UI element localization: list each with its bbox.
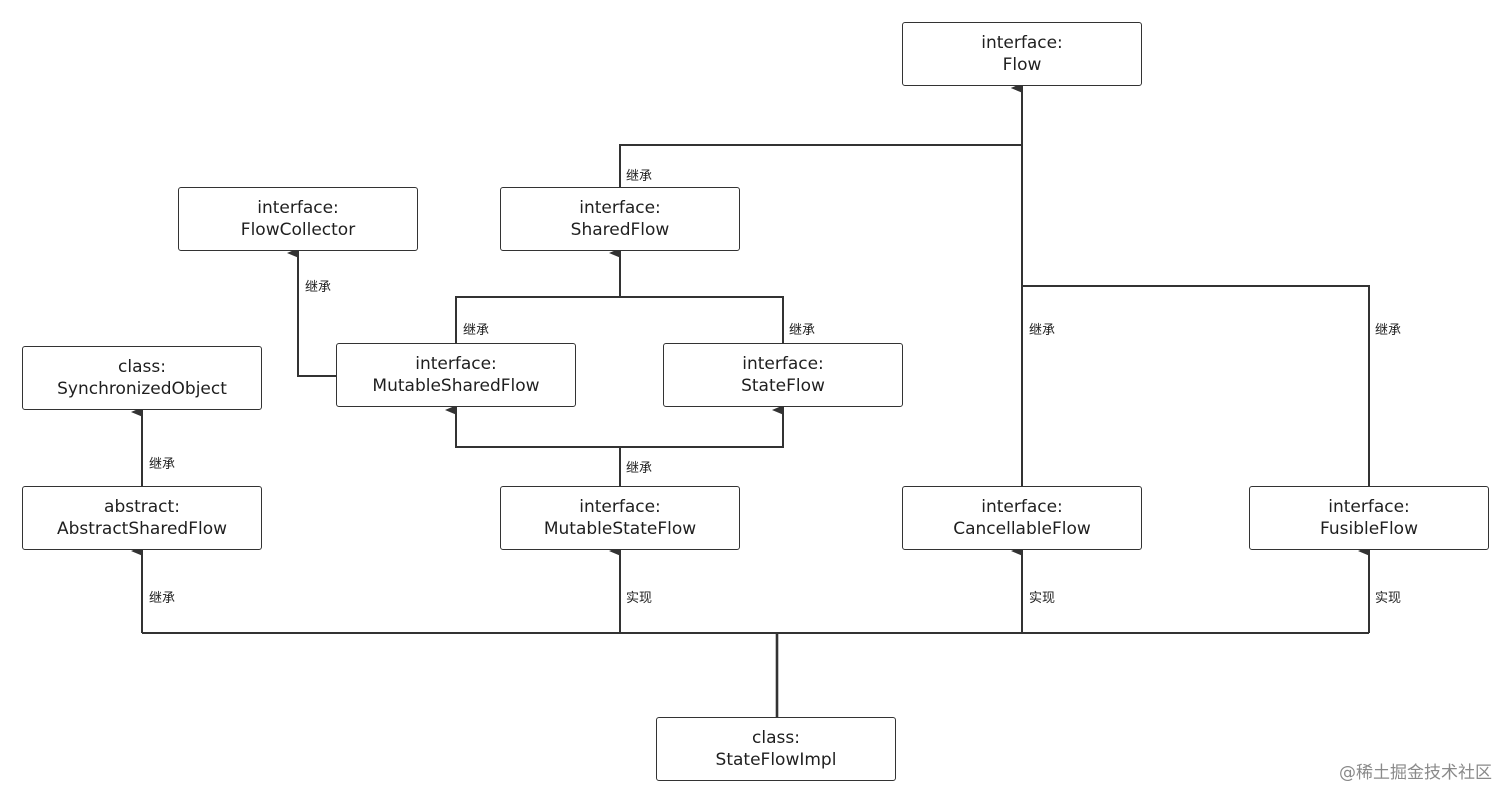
- node-kind: abstract:: [104, 497, 180, 517]
- node-kind: interface:: [415, 354, 497, 374]
- node-name: MutableStateFlow: [543, 519, 697, 539]
- edge-label-implement: 实现: [1375, 591, 1402, 606]
- node-kind: interface:: [981, 33, 1063, 53]
- node-name: MutableSharedFlow: [372, 376, 540, 396]
- node-name: FlowCollector: [240, 220, 356, 240]
- node-kind: interface:: [257, 198, 339, 218]
- node-name: AbstractSharedFlow: [56, 519, 228, 539]
- node-name: FusibleFlow: [1320, 519, 1418, 539]
- node-kind: class:: [752, 728, 800, 748]
- edge-label-inherit: 继承: [463, 323, 490, 338]
- node-name: SharedFlow: [570, 220, 670, 240]
- node-flowcollector: interface: FlowCollector: [178, 187, 418, 251]
- edge-label-inherit: 继承: [626, 169, 653, 184]
- node-name: CancellableFlow: [953, 519, 1091, 539]
- node-name: StateFlow: [741, 376, 825, 396]
- edge-label-inherit: 继承: [1375, 323, 1402, 338]
- node-name: Flow: [1002, 55, 1042, 75]
- node-abstractsharedflow: abstract: AbstractSharedFlow: [22, 486, 262, 550]
- node-sharedflow: interface: SharedFlow: [500, 187, 740, 251]
- edge-fusibleflow-flow: [1022, 285, 1370, 486]
- node-kind: interface:: [742, 354, 824, 374]
- node-synchronizedobject: class: SynchronizedObject: [22, 346, 262, 410]
- edge-label-inherit: 继承: [149, 591, 176, 606]
- node-stateflow: interface: StateFlow: [663, 343, 903, 407]
- node-mutablestateflow: interface: MutableStateFlow: [500, 486, 740, 550]
- node-flow: interface: Flow: [902, 22, 1142, 86]
- edge-mutablestateflow-mutablesharedflow: [445, 405, 621, 486]
- node-kind: interface:: [981, 497, 1063, 517]
- node-kind: interface:: [579, 497, 661, 517]
- node-cancellableflow: interface: CancellableFlow: [902, 486, 1142, 550]
- edge-label-implement: 实现: [626, 591, 653, 606]
- node-kind: interface:: [1328, 497, 1410, 517]
- edge-label-inherit: 继承: [1029, 323, 1056, 338]
- node-mutablesharedflow: interface: MutableSharedFlow: [336, 343, 576, 407]
- edge-label-inherit: 继承: [626, 461, 653, 476]
- node-name: SynchronizedObject: [57, 379, 227, 399]
- edge-sharedflow-flow: [619, 83, 1023, 187]
- watermark: @稀土掘金技术社区: [1339, 763, 1492, 783]
- edge-label-inherit: 继承: [305, 280, 332, 295]
- node-stateflowimpl: class: StateFlowImpl: [656, 717, 896, 781]
- edge-label-inherit: 继承: [789, 323, 816, 338]
- node-kind: class:: [118, 357, 166, 377]
- edge-stateflow-sharedflow: [620, 296, 784, 343]
- edge-mutablesharedflow-sharedflow: [455, 248, 621, 343]
- edge-mutablestateflow-stateflow: [620, 405, 784, 448]
- node-kind: interface:: [579, 198, 661, 218]
- edge-label-inherit: 继承: [149, 457, 176, 472]
- edge-label-implement: 实现: [1029, 591, 1056, 606]
- node-name: StateFlowImpl: [715, 750, 837, 770]
- edge-mutablesharedflow-flowcollector: [287, 248, 336, 377]
- node-fusibleflow: interface: FusibleFlow: [1249, 486, 1489, 550]
